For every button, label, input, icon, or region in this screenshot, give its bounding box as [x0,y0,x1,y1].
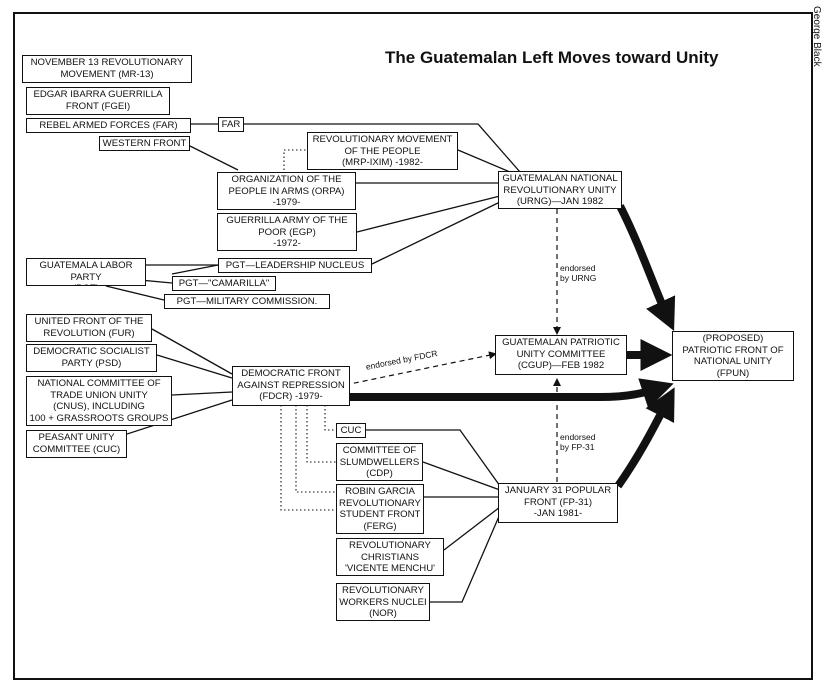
node-cuc-left: PEASANT UNITY COMMITTEE (CUC) [26,430,127,458]
node-fur: UNITED FRONT OF THE REVOLUTION (FUR) [26,314,152,342]
line-mrp-to-urng [457,149,511,173]
node-mr13: NOVEMBER 13 REVOLUTIONARY MOVEMENT (MR-1… [22,55,192,83]
line-cuc-to-fp31 [366,429,501,487]
label-endorsed-by-fp31: endorsed by FP-31 [560,432,596,452]
node-urng: GUATEMALAN NATIONAL REVOLUTIONARY UNITY … [498,171,622,209]
node-fpun: (proposed) PATRIOTIC FRONT OF NATIONAL U… [672,331,794,381]
line-far-short-to-urng [244,123,521,173]
thick-arrow-urng-to-fpun [616,204,676,332]
line-cuc-to-fdcr [126,399,233,435]
node-western-front: WESTERN FRONT [99,136,190,151]
node-cgup: GUATEMALAN PATRIOTIC UNITY COMMITTEE (CG… [495,335,627,375]
node-psd: DEMOCRATIC SOCIALIST PARTY (PSD) [26,344,157,372]
node-vicente: REVOLUTIONARY CHRISTIANS 'VICENTE MENCHU… [336,538,444,576]
node-egp: GUERRILLA ARMY OF THE POOR (EGP) -1972- [217,213,357,251]
line-pgt-to-military [105,285,165,301]
node-cuc: CUC [336,423,366,438]
thick-arrow-fp31-to-fpun [614,387,675,489]
node-cdp: COMMITTEE OF SLUMDWELLERS (CDP) [336,443,423,481]
diagram-frame [13,12,813,680]
node-pgt: GUATEMALA LABOR PARTY (PGT) [26,258,146,286]
dotted-fdcr-to-cdp [306,405,336,463]
line-western-to-orpa [189,145,239,171]
line-psd-to-fdcr [156,354,233,379]
line-camarilla-to-nucleus [171,264,219,275]
diagram-title: The Guatemalan Left Moves toward Unity [385,48,719,67]
node-far-short: FAR [218,117,244,132]
node-nor: REVOLUTIONARY WORKERS NUCLEI (NOR) [336,583,430,621]
line-nor-to-fp31 [430,513,501,603]
node-fgei: EDGAR IBARRA GUERRILLA FRONT (FGEI) [26,87,170,115]
label-endorsed-by-urng: endorsed by URNG [560,263,597,283]
dotted-orpa-to-mrp [283,149,307,174]
node-far: REBEL ARMED FORCES (FAR) [26,118,191,133]
node-pgt-military: PGT—MILITARY COMMISSION. [164,294,330,309]
line-egp-to-urng [356,195,501,233]
node-fdcr: DEMOCRATIC FRONT AGAINST REPRESSION (FDC… [232,366,350,406]
node-ferg: ROBIN GARCIA REVOLUTIONARY STUDENT FRONT… [336,484,424,534]
line-cdp-to-fp31 [422,461,501,491]
line-cnus-to-fdcr [171,391,233,396]
dotted-fdcr-to-vicente [280,405,336,511]
node-orpa: ORGANIZATION OF THE PEOPLE IN ARMS (ORPA… [217,172,356,210]
node-fp31: JANUARY 31 POPULAR FRONT (FP-31) -JAN 19… [498,483,618,523]
node-cnus: NATIONAL COMMITTEE OF TRADE UNION UNITY … [26,376,172,426]
line-pgt-nucleus-to-urng [371,201,501,265]
node-pgt-nucleus: PGT—LEADERSHIP NUCLEUS [218,258,372,273]
dashed-fdcr-to-cgup [344,351,497,386]
dotted-fdcr-to-ferg [295,405,336,493]
line-vicente-to-fp31 [443,506,501,551]
line-fur-to-fdcr [151,328,233,375]
thick-arrow-fdcr-to-fpun [350,378,674,409]
node-mrp: REVOLUTIONARY MOVEMENT OF THE PEOPLE (MR… [307,132,458,170]
node-pgt-camarilla: PGT—"CAMARILLA" [172,276,276,291]
dotted-fdcr-to-cuc [324,405,336,431]
